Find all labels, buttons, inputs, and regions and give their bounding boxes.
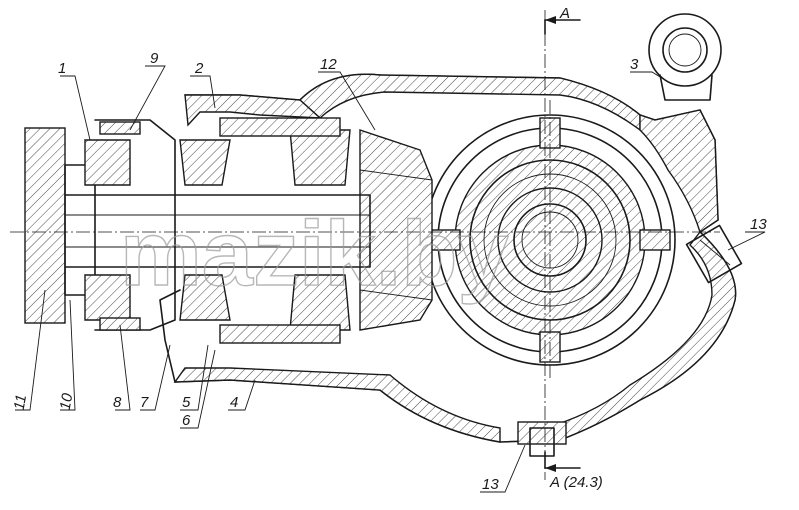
callout-8: 8 — [113, 394, 122, 411]
housing — [159, 73, 737, 443]
section-label-top: A — [559, 5, 570, 22]
callout-2: 2 — [194, 60, 204, 77]
watermark: mazik.by — [120, 203, 509, 305]
callout-11: 11 — [11, 393, 30, 411]
callout-12: 12 — [320, 56, 337, 73]
callout-5: 5 — [182, 394, 191, 411]
callout-6: 6 — [182, 412, 191, 429]
plug-right — [685, 224, 743, 284]
callout-10: 10 — [57, 391, 77, 411]
callout-13-bottom: 13 — [482, 476, 499, 493]
section-mark-top: A — [544, 5, 581, 35]
callout-13-right: 13 — [750, 216, 767, 233]
callout-3: 3 — [630, 56, 639, 73]
flange — [94, 119, 176, 331]
callout-1: 1 — [58, 60, 66, 77]
callout-7: 7 — [140, 394, 149, 411]
plug-bottom — [517, 421, 567, 457]
callout-leaders — [15, 65, 766, 493]
callout-9: 9 — [150, 50, 159, 67]
bearings — [84, 117, 351, 344]
center-lines — [10, 10, 720, 480]
pinion-gear — [359, 129, 433, 331]
lifting-lug — [648, 13, 722, 101]
callout-4: 4 — [230, 394, 238, 411]
section-label-bottom: A (24.3) — [549, 474, 603, 491]
section-mark-bottom: A (24.3) — [544, 451, 603, 491]
